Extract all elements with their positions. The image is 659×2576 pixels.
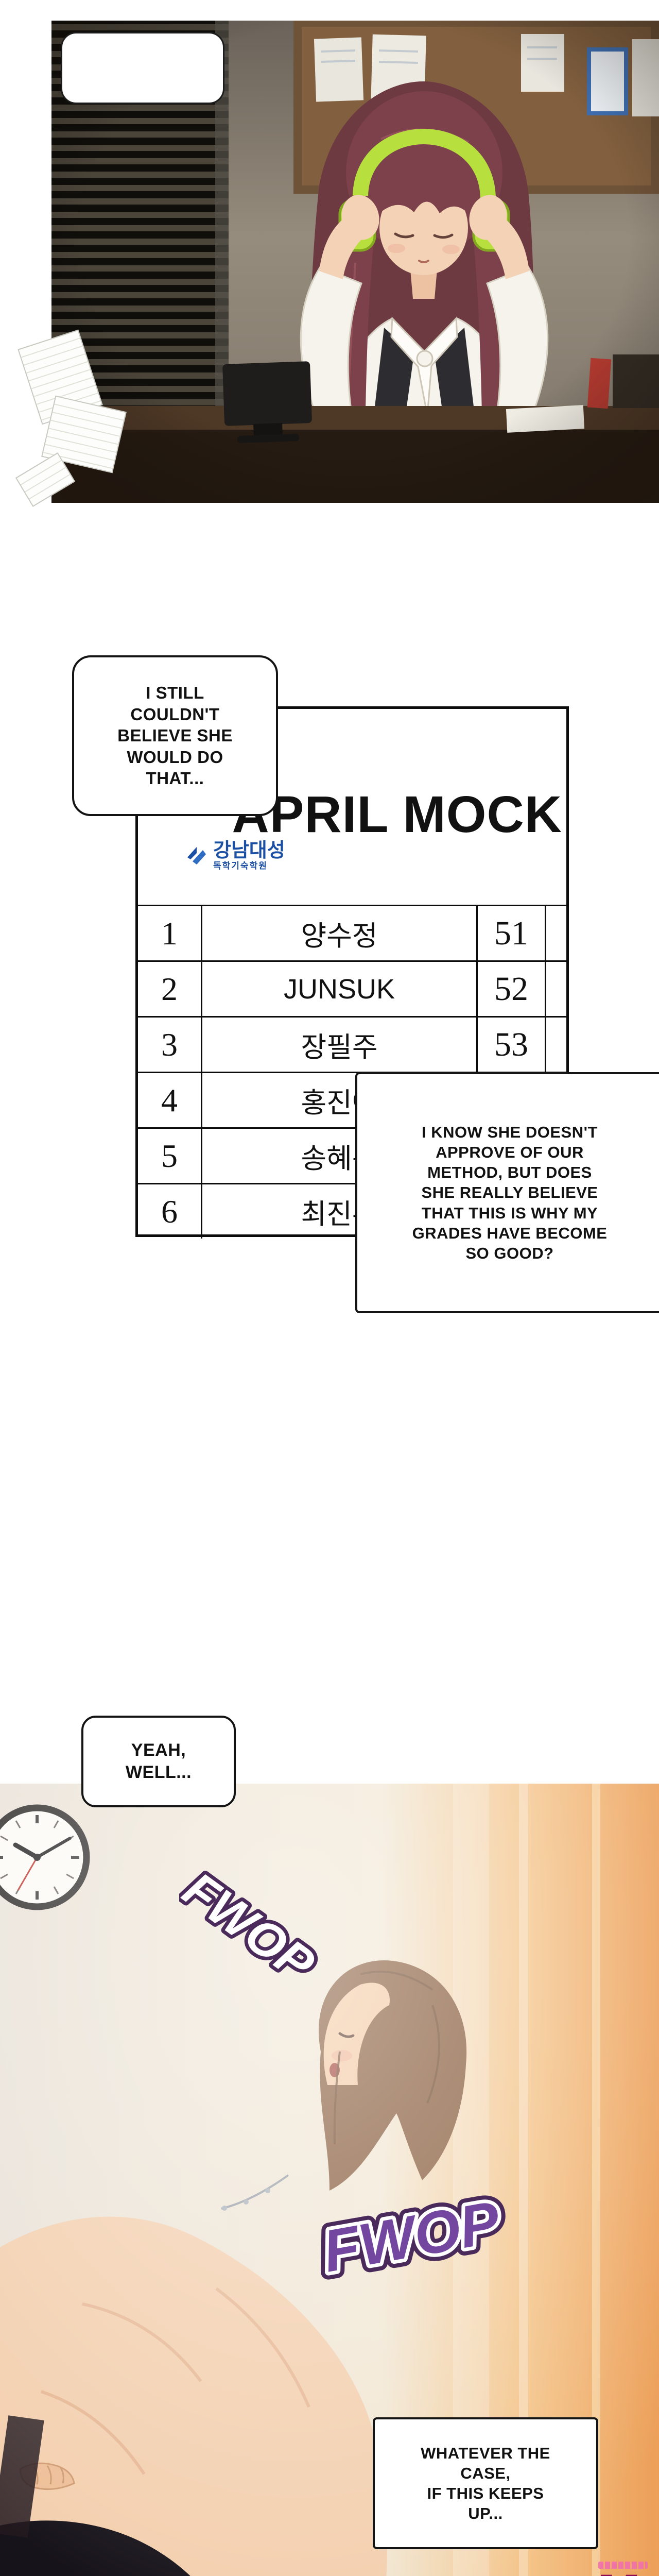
score-cell: 53 bbox=[478, 1018, 546, 1072]
speech-bubble-1-text: I STILL COULDN'T BELIEVE SHE WOULD DO TH… bbox=[117, 683, 233, 788]
academy-subtitle: 독학기숙학원 bbox=[213, 860, 268, 871]
rank-cell: 1 bbox=[138, 906, 202, 960]
office-illustration bbox=[51, 21, 659, 503]
name-cell: JUNSUK bbox=[202, 962, 478, 1016]
score-cell: 52 bbox=[478, 962, 546, 1016]
rank-cell: 5 bbox=[138, 1129, 202, 1183]
academy-logo: 강남대성 독학기숙학원 bbox=[185, 840, 285, 871]
academy-name: 강남대성 bbox=[213, 840, 285, 861]
academy-logo-text: 강남대성 독학기숙학원 bbox=[213, 840, 285, 871]
rank-cell: 3 bbox=[138, 1018, 202, 1072]
mature-rating-badge: M 18 bbox=[591, 2560, 658, 2576]
rating-small-text bbox=[598, 2562, 648, 2569]
rank-cell: 4 bbox=[138, 1073, 202, 1127]
rank-cell: 6 bbox=[138, 1184, 202, 1239]
speech-bubble-4-text: WHATEVER THE CASE, IF THIS KEEPS UP... bbox=[421, 2444, 550, 2523]
speech-bubble-3-text: YEAH, WELL... bbox=[125, 1740, 192, 1782]
speech-bubble-3: YEAH, WELL... bbox=[81, 1716, 236, 1807]
panel-office-scene bbox=[51, 21, 659, 503]
score-cell: 51 bbox=[478, 906, 546, 960]
speech-bubble-2: I KNOW SHE DOESN'T APPROVE OF OUR METHOD… bbox=[355, 1072, 659, 1313]
score-row: 3 장필주 53 bbox=[138, 1016, 566, 1072]
score-row: 1 양수정 51 bbox=[138, 905, 566, 960]
score-row: 2 JUNSUK 52 bbox=[138, 960, 566, 1016]
academy-logo-icon bbox=[187, 846, 206, 865]
rank-cell: 2 bbox=[138, 962, 202, 1016]
speech-bubble-2-text: I KNOW SHE DOESN'T APPROVE OF OUR METHOD… bbox=[412, 1123, 608, 1262]
score-grid: 1 양수정 51 2 JUNSUK 52 3 장필주 53 4 홍진아 5 송혜… bbox=[138, 905, 566, 1239]
name-cell: 장필주 bbox=[202, 1018, 478, 1072]
name-cell: 양수정 bbox=[202, 906, 478, 960]
rating-letter: M bbox=[594, 2565, 636, 2576]
speech-bubble-empty bbox=[61, 32, 224, 104]
extra-cell bbox=[546, 906, 566, 960]
extra-cell bbox=[546, 962, 566, 1016]
scoreboard-title: APRIL MOCK bbox=[232, 786, 562, 843]
extra-cell bbox=[546, 1018, 566, 1072]
speech-bubble-4: WHATEVER THE CASE, IF THIS KEEPS UP... bbox=[373, 2417, 598, 2549]
speech-bubble-1: I STILL COULDN'T BELIEVE SHE WOULD DO TH… bbox=[72, 655, 278, 816]
